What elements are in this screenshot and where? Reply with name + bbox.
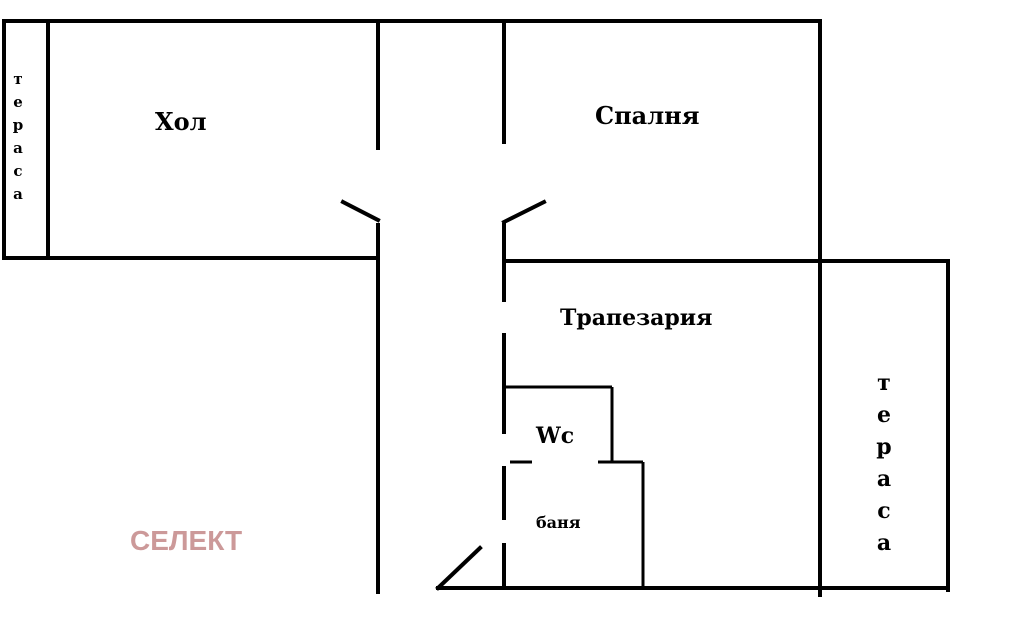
terrace-left-letter: е bbox=[13, 93, 23, 111]
terrace-left-letter: а bbox=[13, 139, 23, 157]
watermark: СЕЛЕКТ bbox=[130, 525, 242, 556]
walls bbox=[2, 19, 950, 597]
terrace-left-letter: т bbox=[13, 70, 22, 88]
terrace-left-letter: р bbox=[13, 116, 24, 134]
terrace-left-letter: с bbox=[13, 162, 22, 180]
terrace-left-letter: а bbox=[13, 185, 23, 203]
door-entrance bbox=[435, 545, 483, 591]
room-label-bathroom: баня bbox=[536, 513, 581, 532]
terrace-right-letter: р bbox=[876, 434, 891, 460]
room-label-wc: Wc bbox=[535, 423, 574, 449]
room-label-living: Хол bbox=[155, 107, 207, 136]
room-label-bedroom: Спалня bbox=[595, 101, 699, 130]
terrace-right-letter: т bbox=[877, 370, 891, 396]
terrace-left-label: т е р а с а bbox=[13, 70, 24, 203]
terrace-right-letter: а bbox=[877, 466, 891, 492]
terrace-right-label: т е р а с а bbox=[876, 370, 891, 556]
terrace-right-letter: а bbox=[877, 530, 891, 556]
room-label-dining: Трапезария bbox=[560, 305, 712, 331]
door-living bbox=[340, 199, 381, 223]
terrace-right-letter: е bbox=[877, 402, 891, 428]
terrace-right-letter: с bbox=[877, 498, 890, 524]
door-bedroom bbox=[501, 199, 547, 225]
